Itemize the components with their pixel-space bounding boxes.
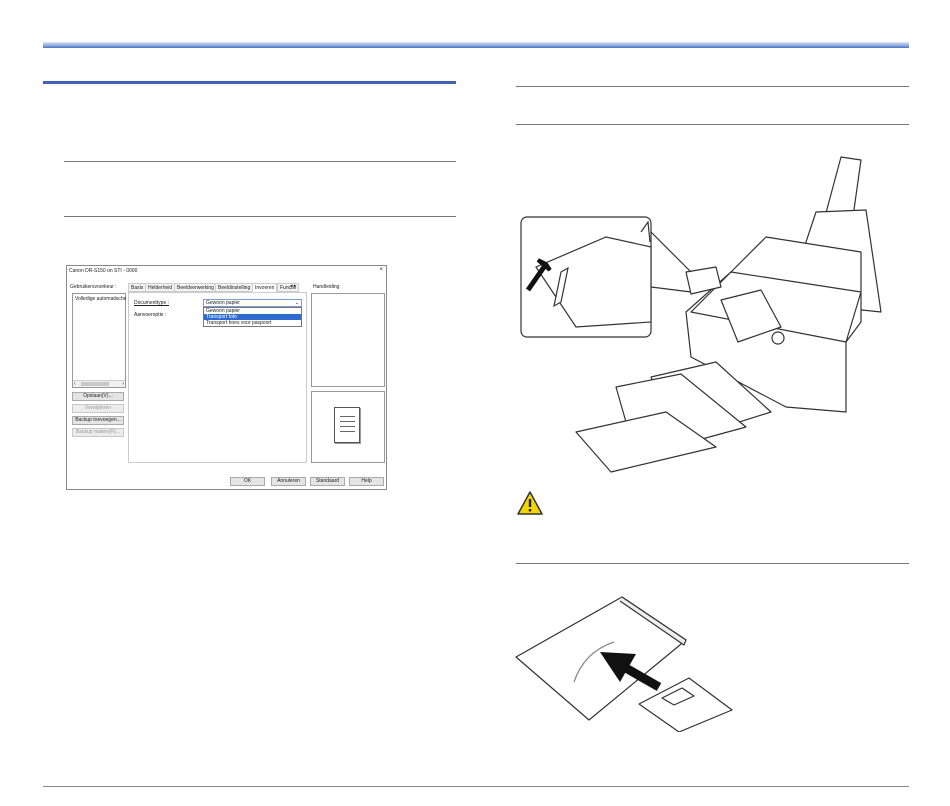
tab-helderheid[interactable]: Helderheid xyxy=(145,283,176,292)
arrow-up-icon xyxy=(525,265,547,292)
divider xyxy=(516,86,909,87)
help-button[interactable]: Help xyxy=(349,477,384,486)
tab-bar: Basis Helderheid Beeldverwerking Beeldin… xyxy=(128,283,310,292)
dialog-title: Canon DR-S150 on STI - 0000 xyxy=(69,268,138,274)
manual-label: Handleiding xyxy=(313,284,340,290)
divider xyxy=(516,563,909,564)
default-button[interactable]: Standaard xyxy=(310,477,345,486)
save-preset-button[interactable]: Opslaan(V)... xyxy=(72,392,124,401)
preset-item[interactable]: Volledige automatische xyxy=(75,296,127,302)
document-type-label: Documenttype : xyxy=(134,300,170,306)
preset-label: Gebruikersvoorkeur : xyxy=(70,284,117,290)
document-type-value: Gewoon papier xyxy=(206,300,240,306)
horizontal-scrollbar[interactable]: ‹ › xyxy=(73,380,125,387)
divider xyxy=(64,161,456,162)
document-type-options[interactable]: Gewoon papier Transport foto Transport h… xyxy=(203,307,302,327)
close-icon[interactable]: × xyxy=(379,267,383,273)
option-photo-carrier[interactable]: Transport foto xyxy=(204,314,301,320)
footer-rule xyxy=(43,786,909,787)
preview-box xyxy=(311,391,385,463)
add-backup-button[interactable]: Backup toevoegen... xyxy=(72,416,124,425)
make-backup-button[interactable]: Backup maken(R)... xyxy=(72,428,124,437)
tab-beeldinstelling[interactable]: Beeldinstelling xyxy=(215,283,254,292)
tab-invoeren[interactable]: Invoeren xyxy=(252,283,278,292)
scanner-illustration xyxy=(520,156,882,473)
tab-functie[interactable]: Functie xyxy=(277,283,300,292)
ok-button[interactable]: OK xyxy=(230,477,265,486)
tab-beeldverwerking[interactable]: Beeldverwerking xyxy=(174,283,217,292)
document-type-select[interactable]: Gewoon papier ⌄ xyxy=(203,299,302,307)
scroll-left-icon[interactable]: ‹ xyxy=(74,381,76,387)
option-plain-paper[interactable]: Gewoon papier xyxy=(206,308,240,314)
carrier-sheet-illustration xyxy=(515,596,733,732)
tab-basis[interactable]: Basis xyxy=(128,283,147,292)
scroll-right-icon[interactable]: › xyxy=(122,381,124,387)
chevron-down-icon: ⌄ xyxy=(294,300,299,306)
option-passport-carrier[interactable]: Transport hoes voor paspoort xyxy=(206,320,272,326)
header-rule xyxy=(43,42,909,48)
divider xyxy=(516,124,909,125)
tab-scroll-arrows[interactable]: ◂ ▸ xyxy=(290,283,297,289)
feed-option-label: Aanvoeroptie : xyxy=(134,312,167,318)
page-preview-icon xyxy=(334,407,360,443)
driver-dialog: Canon DR-S150 on STI - 0000 × Gebruikers… xyxy=(66,265,387,490)
delete-preset-button[interactable]: Verwijderen xyxy=(72,404,124,413)
warning-triangle-icon xyxy=(517,491,543,515)
preset-list[interactable]: Volledige automatische ‹ › xyxy=(72,293,126,388)
cancel-button[interactable]: Annuleren xyxy=(271,477,306,486)
manual-box xyxy=(311,293,385,387)
scroll-thumb[interactable] xyxy=(81,382,109,386)
divider xyxy=(64,216,456,217)
section-rule xyxy=(43,81,456,84)
